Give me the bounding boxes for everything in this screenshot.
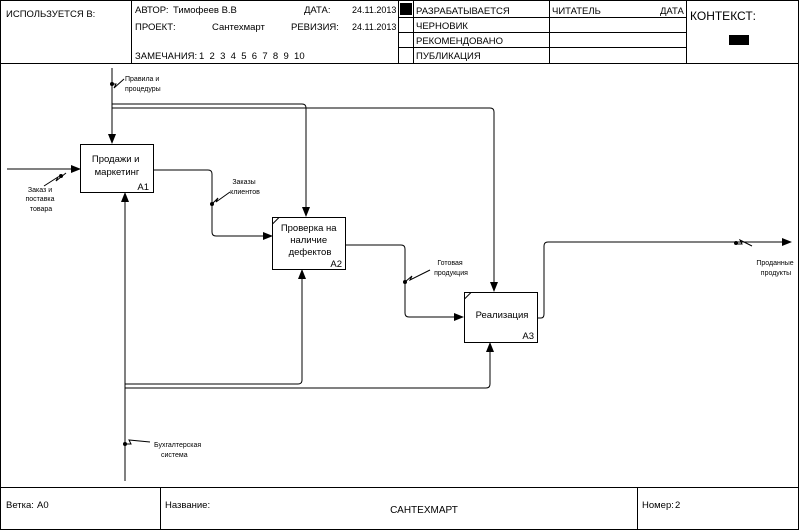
project-value: Сантехмарт	[212, 22, 265, 33]
context-marker	[729, 35, 749, 45]
author-label: АВТОР:	[135, 5, 169, 16]
activity-a2-title: Проверка на наличие дефектов	[281, 223, 339, 258]
activity-a3-title: Реализация	[476, 310, 529, 321]
activity-a3-code: A3	[522, 331, 534, 342]
reader-date-label: ДАТА	[660, 6, 685, 17]
orders-squiggle	[211, 191, 231, 205]
author-value: Тимофеев В.В	[173, 5, 237, 16]
diagram-title: САНТЕХМАРТ	[390, 505, 458, 516]
activity-a2-code: A2	[330, 259, 342, 270]
output-squiggle	[736, 238, 753, 247]
status-working-marker	[400, 3, 412, 15]
header-block: ИСПОЛЬЗУЕТСЯ В: АВТОР: Тимофеев В.В ПРОЕ…	[0, 0, 799, 64]
project-label: ПРОЕКТ:	[135, 22, 176, 33]
orders-label: Заказы клиентов	[230, 179, 260, 196]
date-label: ДАТА:	[304, 5, 331, 16]
activity-box-a2[interactable]: Проверка на наличие дефектов A2	[272, 217, 346, 271]
mechanism-squiggle	[125, 439, 151, 445]
control-label: Правила и процедуры	[125, 76, 161, 93]
revision-label: РЕВИЗИЯ:	[291, 22, 339, 33]
finished-label: Готовая продукция	[434, 260, 468, 277]
activity-a1-title: Продажи и маркетинг	[92, 154, 142, 178]
reader-label: ЧИТАТЕЛЬ	[552, 6, 601, 17]
finished-squiggle	[404, 269, 431, 283]
label-squiggles	[43, 78, 753, 445]
number-label: Номер:	[642, 500, 674, 511]
node-label: Ветка:	[6, 500, 34, 511]
arrow-lines	[7, 68, 792, 481]
activity-box-a1[interactable]: Продажи и маркетинг A1	[80, 144, 154, 194]
arrow-labels: Правила и процедуры Заказ и поставка тов…	[26, 76, 795, 459]
status-draft: ЧЕРНОВИК	[416, 21, 468, 32]
title-label: Название:	[165, 500, 210, 511]
mechanism-label: Бухгалтерская система	[154, 442, 203, 459]
status-working: РАЗРАБАТЫВАЕТСЯ	[416, 6, 510, 17]
date-value: 24.11.2013	[352, 5, 396, 15]
output-arrow[interactable]	[538, 238, 792, 319]
mechanism-arrow-to-a2[interactable]	[125, 269, 306, 385]
status-publication: ПУБЛИКАЦИЯ	[416, 51, 481, 62]
arrow-dots	[59, 82, 738, 446]
number-value: 2	[675, 500, 680, 511]
status-recommended: РЕКОМЕНДОВАНО	[416, 36, 503, 47]
notes-label: ЗАМЕЧАНИЯ:	[135, 51, 197, 62]
revision-value: 24.11.2013	[352, 22, 396, 32]
used-at-label: ИСПОЛЬЗУЕТСЯ В:	[6, 9, 95, 20]
activity-a1-code: A1	[137, 182, 149, 193]
footer-block: Ветка: А0 Название: САНТЕХМАРТ Номер: 2	[0, 487, 799, 530]
node-value: А0	[37, 500, 49, 511]
input-label: Заказ и поставка товара	[26, 187, 57, 213]
control-arrow-to-a3[interactable]	[112, 107, 498, 292]
output-label: Проданные продукты	[756, 260, 795, 277]
activity-box-a3[interactable]: Реализация A3	[464, 292, 538, 343]
context-label: КОНТЕКСТ:	[690, 9, 756, 23]
mechanism-arrow-to-a3[interactable]	[125, 342, 494, 389]
notes-numbers: 1 2 3 4 5 6 7 8 9 10	[199, 51, 305, 62]
